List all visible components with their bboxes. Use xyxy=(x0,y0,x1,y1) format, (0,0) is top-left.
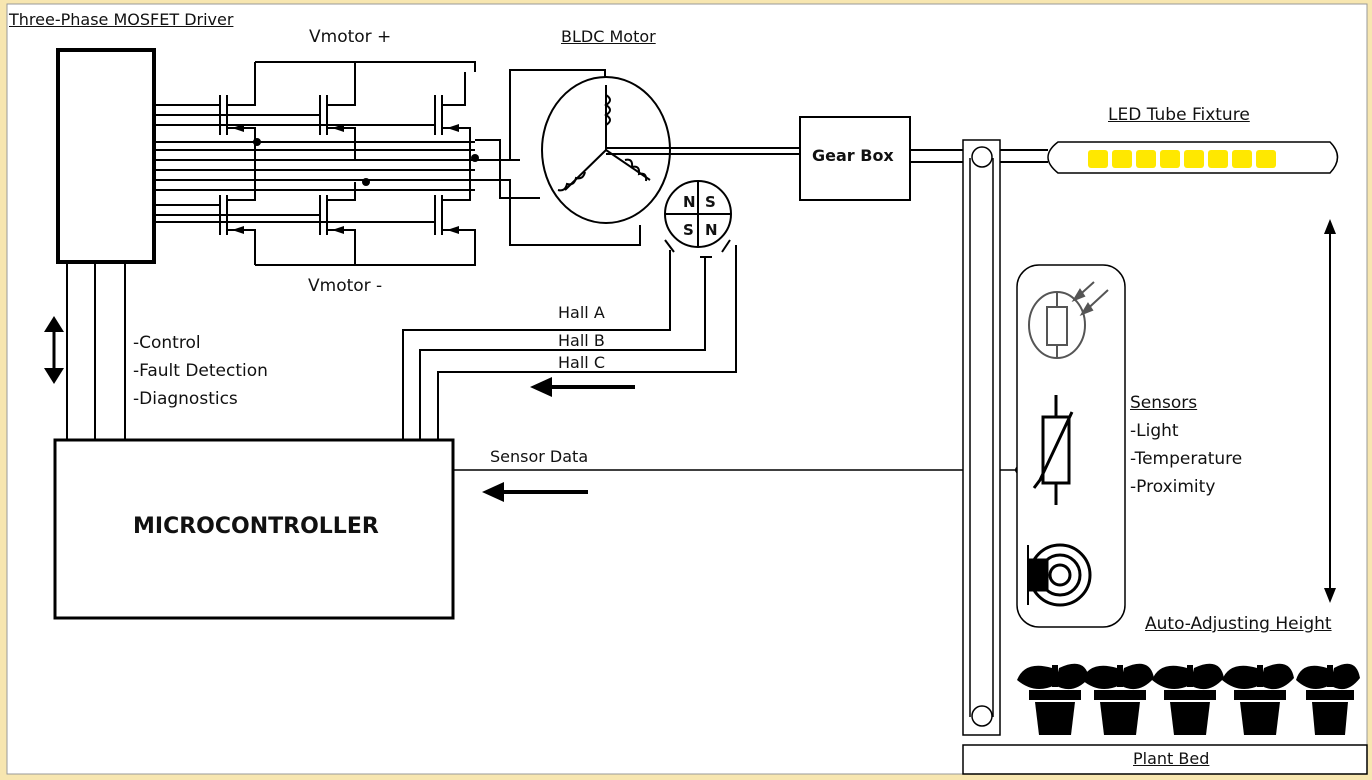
control-label: -Control xyxy=(133,333,201,353)
mosfet-bridge xyxy=(154,61,641,266)
plant-icon xyxy=(1152,663,1224,735)
plant-icon xyxy=(1082,663,1154,735)
bidirectional-arrow-icon xyxy=(44,316,64,384)
bottom-pulley xyxy=(971,705,993,727)
microcontroller-block xyxy=(53,438,455,620)
proximity-sensor-icon xyxy=(1027,543,1092,607)
thermistor-icon xyxy=(1032,395,1074,505)
hall-b-label: Hall B xyxy=(558,331,605,350)
vmotor-minus-label: Vmotor - xyxy=(308,276,383,296)
mosfet-driver-block xyxy=(56,48,156,264)
sensor-temperature-label: -Temperature xyxy=(1130,449,1243,469)
hall-sensor-legs xyxy=(664,239,731,258)
driver-mcu-link xyxy=(66,262,126,440)
hall-flow-arrow-icon xyxy=(530,377,635,397)
plant-icon xyxy=(1222,663,1294,735)
lift-column xyxy=(962,139,1001,736)
plant-bed xyxy=(962,744,1368,775)
junction-dot xyxy=(253,138,261,146)
mosfet-arrows xyxy=(232,124,459,234)
auto-adjusting-height-label: Auto-Adjusting Height xyxy=(1145,614,1332,634)
vmotor-plus-label: Vmotor + xyxy=(309,27,392,47)
height-arrow-icon xyxy=(1324,219,1336,603)
lift-belt xyxy=(969,158,994,717)
magnet-pole-s1: S xyxy=(705,193,716,211)
hall-a-label: Hall A xyxy=(558,303,605,322)
sensor-flow-arrow-icon xyxy=(482,482,588,502)
microcontroller-label: MICROCONTROLLER xyxy=(133,514,379,539)
sensor-light-label: -Light xyxy=(1130,421,1179,441)
bldc-motor-label: BLDC Motor xyxy=(561,27,656,46)
magnet-pole-n2: N xyxy=(705,221,718,239)
junction-dot xyxy=(471,154,479,162)
plant-icons xyxy=(1017,663,1360,735)
gear-box xyxy=(799,116,911,201)
diagnostics-label: -Diagnostics xyxy=(133,389,238,409)
hall-c-label: Hall C xyxy=(558,353,605,372)
sensors-title: Sensors xyxy=(1130,393,1198,413)
fault-detection-label: -Fault Detection xyxy=(133,361,268,381)
light-sensor-icon xyxy=(1028,281,1109,359)
drawing-area xyxy=(6,3,1368,775)
magnet-pole-s2: S xyxy=(683,221,694,239)
gear-box-label: Gear Box xyxy=(812,146,894,165)
top-pulley xyxy=(971,146,993,168)
plant-bed-label: Plant Bed xyxy=(1133,749,1210,768)
sensor-data-label: Sensor Data xyxy=(490,447,589,466)
plant-icon xyxy=(1296,663,1360,735)
magnet-divider xyxy=(665,181,731,247)
motor-shaft xyxy=(606,147,800,155)
hall-wiring xyxy=(402,245,737,440)
driver-title: Three-Phase MOSFET Driver xyxy=(9,10,234,29)
led-tube-label: LED Tube Fixture xyxy=(1108,105,1250,125)
junction-dot xyxy=(362,178,370,186)
magnet-pole-n1: N xyxy=(683,193,696,211)
sensor-proximity-label: -Proximity xyxy=(1130,477,1216,497)
led-chips xyxy=(1088,150,1276,168)
plant-icon xyxy=(1017,663,1089,735)
